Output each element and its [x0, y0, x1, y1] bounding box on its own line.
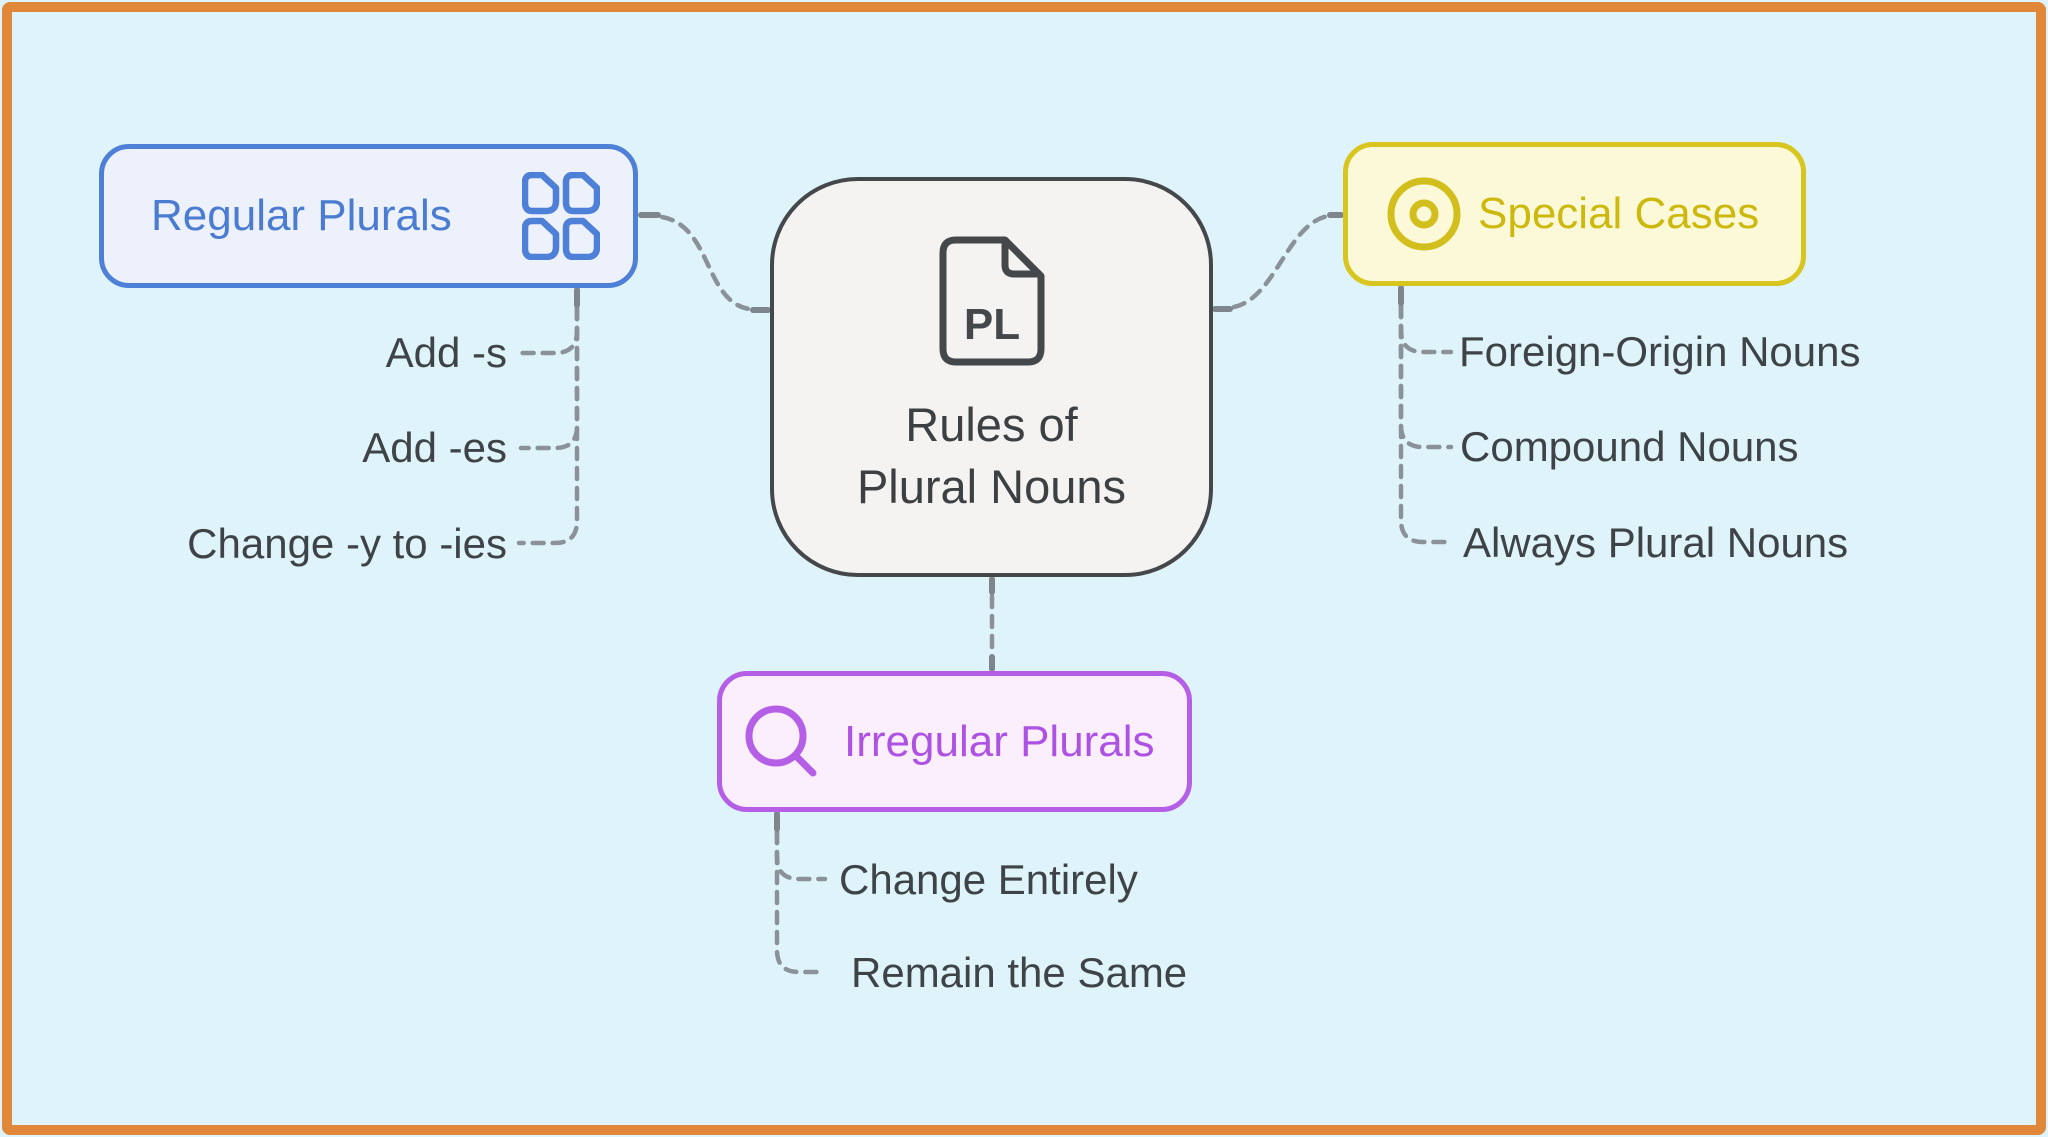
node-regular-plurals: Regular Plurals [99, 144, 638, 288]
item-remain-the-same: Remain the Same [851, 949, 1188, 996]
node-rules-of-plural-nouns: PL Rules of Plural Nouns [770, 177, 1213, 577]
magnifier-icon [745, 705, 817, 776]
edge-special-compound [1398, 283, 1454, 450]
grid-files-icon [522, 172, 600, 260]
item-always-plural-nouns: Always Plural Nouns [1463, 519, 1849, 566]
item-add-s: Add -s [385, 329, 507, 376]
item-add-es: Add -es [362, 424, 507, 471]
node-irregular-plurals: Irregular Plurals [717, 671, 1192, 812]
edge-special-foreign [1398, 283, 1454, 355]
item-change-y-to-ies: Change -y to -ies [187, 520, 507, 567]
central-title-line2: Plural Nouns [856, 460, 1127, 513]
edge-special-always [1398, 283, 1455, 545]
node-special-cases: Special Cases [1343, 142, 1806, 286]
item-foreign-origin-nouns: Foreign-Origin Nouns [1459, 328, 1861, 375]
edge-irregular-remain [774, 809, 826, 975]
edge-regular-add-s [518, 285, 580, 356]
node-special-cases-label: Special Cases [1478, 189, 1760, 238]
central-title: Rules of Plural Nouns [857, 394, 1126, 519]
edge-irregular-change [774, 809, 828, 882]
document-pl-icon: PL [939, 236, 1044, 365]
edge-central-special [1231, 213, 1331, 310]
item-change-entirely: Change Entirely [839, 856, 1138, 903]
node-irregular-plurals-label: Irregular Plurals [844, 716, 1155, 766]
document-icon-label: PL [963, 300, 1019, 349]
edge-regular-change-y [516, 285, 580, 546]
circle-dot-icon [1387, 177, 1461, 251]
node-regular-plurals-label: Regular Plurals [151, 191, 452, 240]
item-compound-nouns: Compound Nouns [1460, 423, 1799, 470]
central-title-line1: Rules of [905, 397, 1078, 451]
edge-regular-add-es [518, 285, 580, 451]
edge-central-regular [659, 214, 752, 312]
